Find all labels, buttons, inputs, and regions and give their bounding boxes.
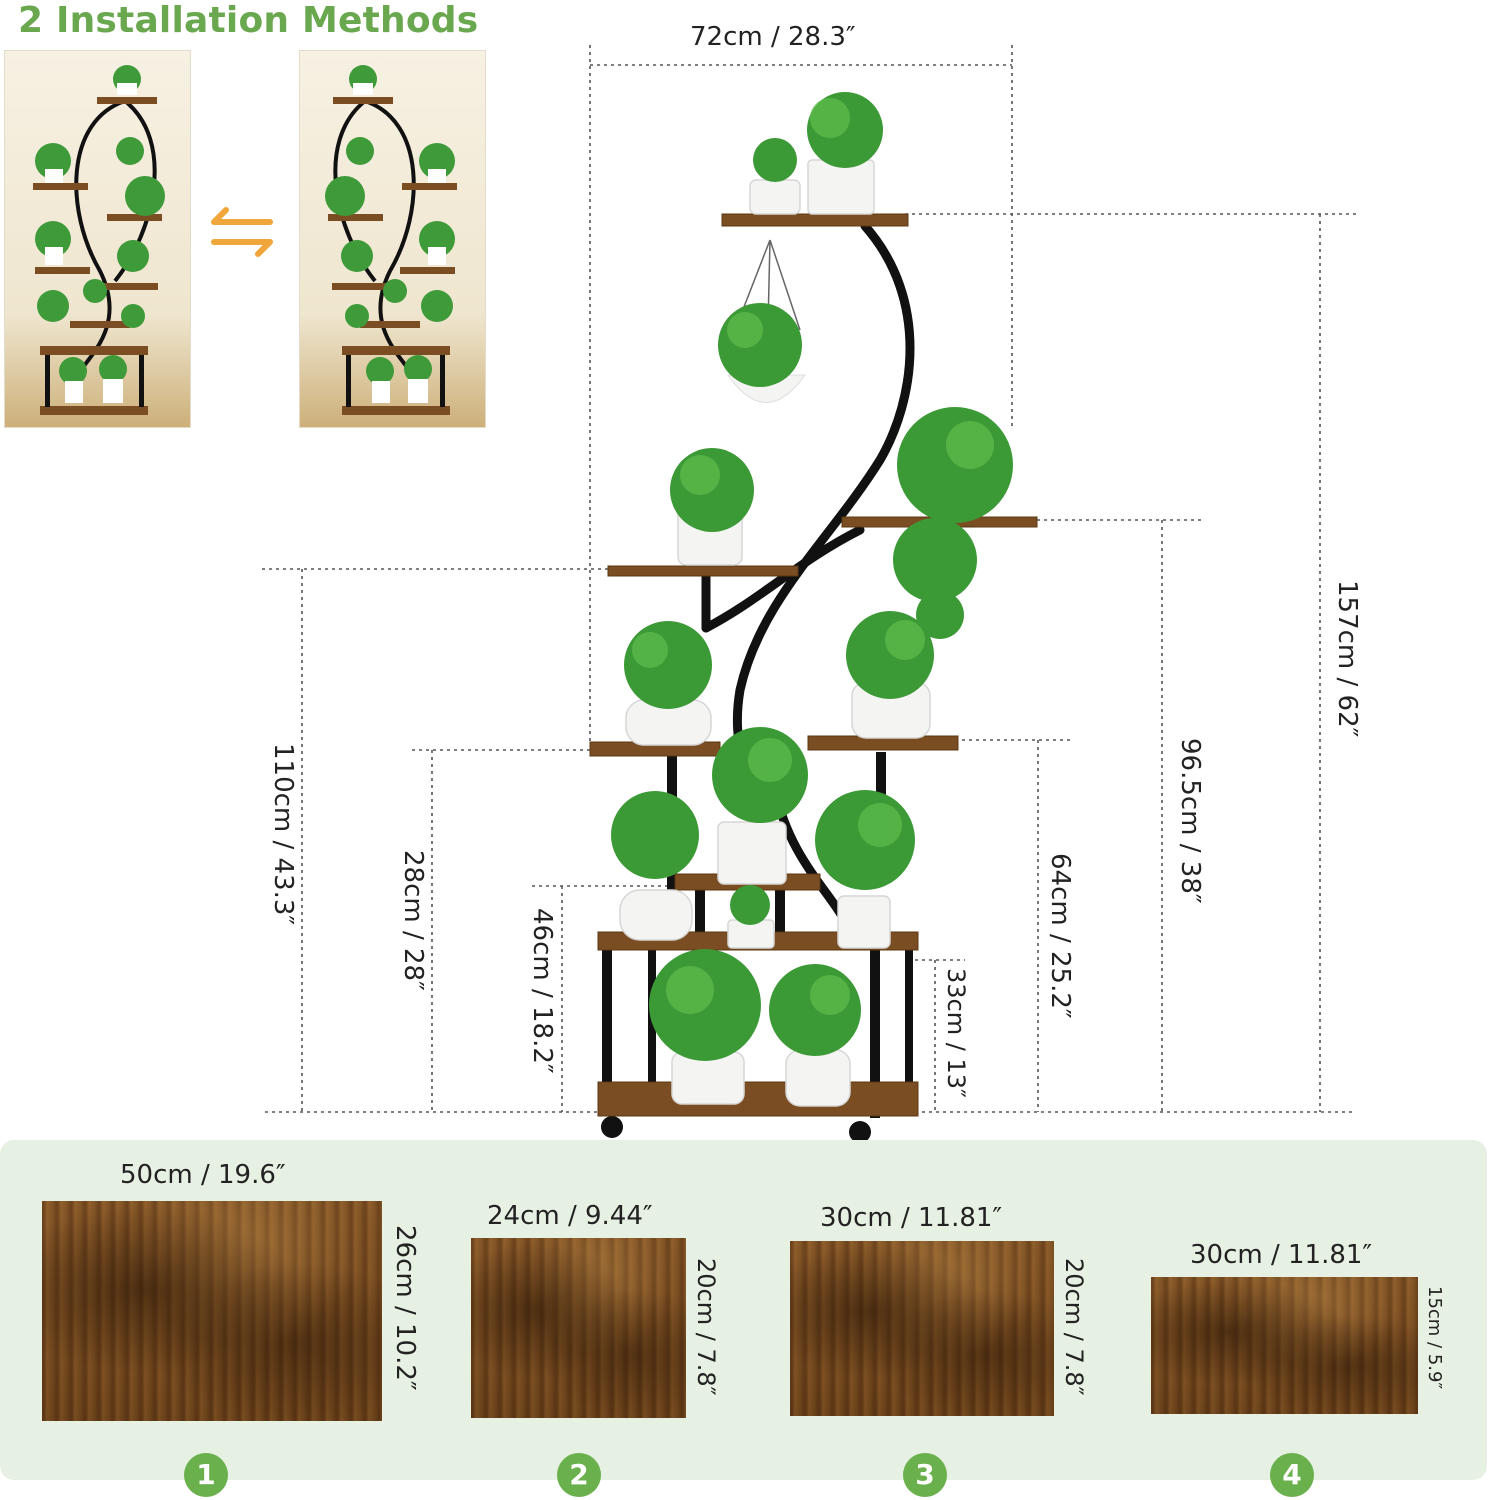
height-33-label: 33cm / 13″ <box>942 968 970 1098</box>
shelf-1-badge: 1 <box>184 1453 228 1497</box>
height-64-label: 64cm / 25.2″ <box>1045 853 1075 1019</box>
top-width-label: 72cm / 28.3″ <box>690 22 856 52</box>
plant-stand-illustration <box>262 45 1360 1140</box>
shelf-3-badge: 3 <box>903 1453 947 1497</box>
height-110-label: 110cm / 43.3″ <box>268 743 298 926</box>
shelf-4-board <box>1151 1277 1418 1414</box>
swap-arrows-icon <box>206 204 278 260</box>
installation-method-b-image <box>299 50 486 428</box>
shelf-1-width-label: 50cm / 19.6″ <box>120 1160 286 1190</box>
page-title: 2 Installation Methods <box>18 0 479 41</box>
shelf-2-width-label: 24cm / 9.44″ <box>487 1201 653 1231</box>
shelf-2-badge: 2 <box>557 1453 601 1497</box>
height-46-label: 46cm / 18.2″ <box>527 908 557 1074</box>
shelf-3-board <box>790 1241 1054 1416</box>
shelf-2-board <box>471 1238 686 1418</box>
height-96-label: 96.5cm / 38″ <box>1175 738 1205 904</box>
shelf-1-depth-label: 26cm / 10.2″ <box>390 1225 420 1391</box>
shelf-3-width-label: 30cm / 11.81″ <box>820 1203 1003 1233</box>
total-height-label: 157cm / 62″ <box>1332 580 1362 738</box>
shelf-1-board <box>42 1201 382 1421</box>
shelf-3-depth-label: 20cm / 7.8″ <box>1060 1258 1088 1396</box>
height-28-label: 28cm / 28″ <box>398 850 428 991</box>
installation-method-a-image <box>4 50 191 428</box>
dimension-guides <box>262 45 1360 1113</box>
shelf-2-depth-label: 20cm / 7.8″ <box>692 1258 720 1396</box>
shelf-4-width-label: 30cm / 11.81″ <box>1190 1240 1373 1270</box>
shelf-4-depth-label: 15cm / 5.9″ <box>1424 1286 1445 1390</box>
shelf-4-badge: 4 <box>1270 1453 1314 1497</box>
